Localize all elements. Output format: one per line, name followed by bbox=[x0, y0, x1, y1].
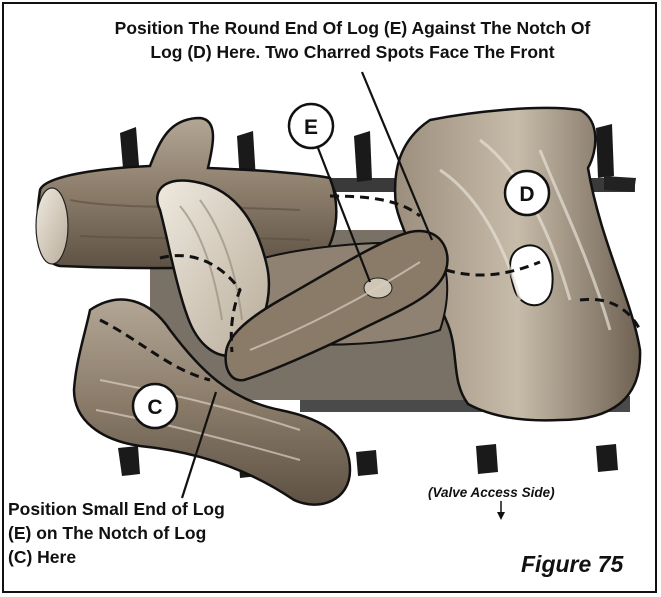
valve-access-label: (Valve Access Side) bbox=[428, 485, 555, 500]
badge-c-label: C bbox=[147, 396, 162, 419]
valve-access-arrow bbox=[497, 501, 505, 520]
figure-caption: Figure 75 bbox=[521, 551, 623, 578]
badge-d: D bbox=[505, 171, 549, 215]
top-callout-line-1: Position The Round End Of Log (E) Agains… bbox=[22, 16, 661, 40]
badge-c: C bbox=[133, 384, 177, 428]
bottom-callout-line-3: (C) Here bbox=[8, 545, 225, 569]
bottom-callout-line-2: (E) on The Notch of Log bbox=[8, 521, 225, 545]
top-callout: Position The Round End Of Log (E) Agains… bbox=[22, 16, 661, 64]
bottom-callout-line-1: Position Small End of Log bbox=[8, 497, 225, 521]
badge-e-label: E bbox=[304, 116, 318, 139]
bottom-callout: Position Small End of Log (E) on The Not… bbox=[8, 497, 225, 569]
badge-e: E bbox=[289, 104, 333, 148]
top-callout-line-2: Log (D) Here. Two Charred Spots Face The… bbox=[22, 40, 661, 64]
badge-d-label: D bbox=[519, 183, 534, 206]
